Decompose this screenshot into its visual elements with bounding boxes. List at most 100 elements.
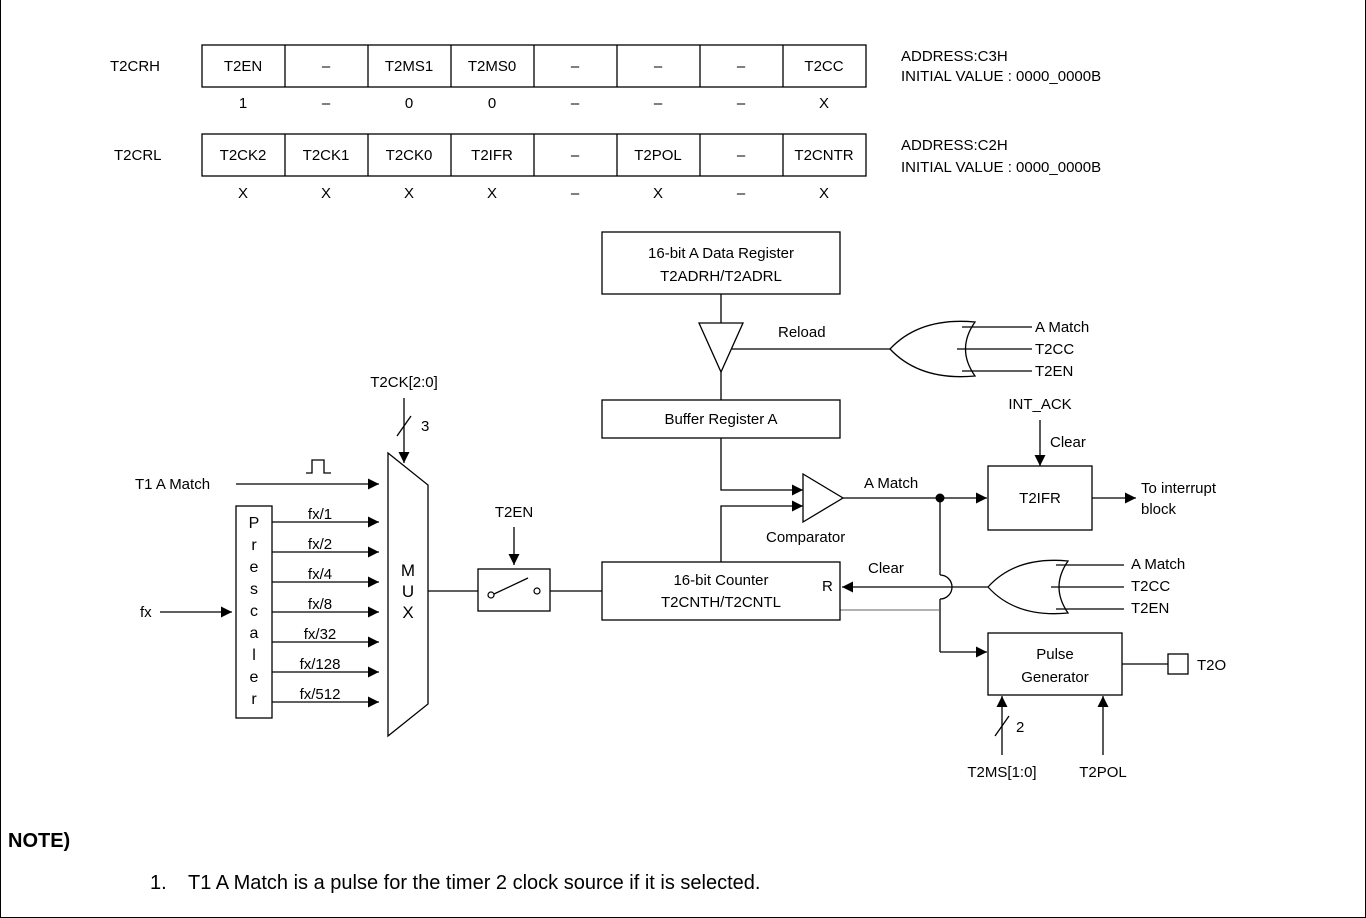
comparator-triangle (802, 472, 845, 524)
comparator-label: Comparator (766, 529, 845, 546)
data-register-title: 16-bit A Data Register (648, 245, 794, 262)
t2crl-bit-1: – (737, 147, 746, 164)
counter-reset-label: R (822, 578, 833, 595)
fx-div-512: fx/512 (300, 686, 341, 703)
t2crl-value-4: X (487, 185, 497, 202)
or-mid-input-t2en: T2EN (1131, 600, 1169, 617)
fx-div-128: fx/128 (300, 656, 341, 673)
t2crl-address: ADDRESS:C2H (901, 137, 1008, 154)
mux-letter-2: U (402, 582, 414, 601)
t2crl-bit-2: T2POL (634, 147, 682, 164)
t1-a-match-label: T1 A Match (135, 476, 210, 493)
reload-label: Reload (778, 324, 826, 341)
t2crh-value-7: 1 (239, 95, 247, 112)
fx-div-32: fx/32 (304, 626, 337, 643)
t2crh-initial-value: INITIAL VALUE : 0000_0000B (901, 68, 1101, 85)
t2crh-value-4: 0 (488, 95, 496, 112)
pulse-generator-line1: Pulse (1036, 646, 1074, 663)
t2crh-bit-2: – (654, 58, 663, 75)
t2ck-width: 3 (421, 418, 429, 435)
counter-name: T2CNTH/T2CNTL (661, 594, 781, 611)
a-match-junction (935, 493, 945, 503)
fx-div-2: fx/2 (308, 536, 332, 553)
reload-buffer-triangle (697, 322, 745, 374)
t2ifr-label: T2IFR (1019, 490, 1061, 507)
t2crh-value-5: 0 (405, 95, 413, 112)
clock-mux (387, 451, 429, 738)
note-item-number: 1. (150, 872, 167, 894)
t2crh-bit-6: – (322, 58, 331, 75)
t2crl-value-7: X (238, 185, 248, 202)
or-mid-input-a-match: A Match (1131, 556, 1185, 573)
t2crl-bit-6: T2CK1 (303, 147, 350, 164)
prescaler-letter-8: e (250, 669, 259, 686)
t2en-switch-label: T2EN (495, 504, 533, 521)
t2crl-bit-7: T2CK2 (220, 147, 267, 164)
t2crh-bit-5: T2MS1 (385, 58, 433, 75)
t2o-label: T2O (1197, 657, 1226, 674)
mux-letter-3: X (402, 603, 413, 622)
prescaler-letter-1: P (249, 515, 260, 532)
register-name-t2crh: T2CRH (110, 58, 160, 75)
note-title: NOTE) (8, 830, 71, 852)
note-item-text: T1 A Match is a pulse for the timer 2 cl… (188, 872, 761, 894)
prescaler-letter-6: a (250, 625, 259, 642)
t2ck-label: T2CK[2:0] (370, 374, 438, 391)
or-top-input-t2en: T2EN (1035, 363, 1073, 380)
counter-block (601, 561, 841, 621)
a-match-label: A Match (864, 475, 918, 492)
t2crl-bit-5: T2CK0 (386, 147, 433, 164)
t2crh-bit-7: T2EN (224, 58, 262, 75)
or-top-input-t2cc: T2CC (1035, 341, 1074, 358)
t2ms-width: 2 (1016, 719, 1024, 736)
t2en-switch (477, 568, 551, 612)
buffer-register-label: Buffer Register A (664, 411, 777, 428)
fx-input-label: fx (140, 604, 152, 621)
t2crl-value-1: – (737, 185, 746, 202)
t2crh-bit-4: T2MS0 (468, 58, 516, 75)
t2crl-value-5: X (404, 185, 414, 202)
data-register-name: T2ADRH/T2ADRL (660, 268, 782, 285)
t2ms-label: T2MS[1:0] (967, 764, 1036, 781)
prescaler-letter-9: r (251, 691, 257, 708)
t2crh-value-0: X (819, 95, 829, 112)
t2o-pin (1167, 653, 1189, 675)
mux-letter-1: M (401, 561, 415, 580)
register-name-t2crl: T2CRL (114, 147, 162, 164)
t2crl-value-6: X (321, 185, 331, 202)
t2crh-bit-0: T2CC (804, 58, 843, 75)
t2crh-value-1: – (737, 95, 746, 112)
clear-top-label: Clear (1050, 434, 1086, 451)
t2crl-bit-0: T2CNTR (794, 147, 853, 164)
prescaler-letter-7: l (252, 647, 256, 664)
t2crl-bit-3: – (571, 147, 580, 164)
counter-title: 16-bit Counter (673, 572, 768, 589)
t2crh-address: ADDRESS:C3H (901, 48, 1008, 65)
fx-div-8: fx/8 (308, 596, 332, 613)
t2crl-bit-4: T2IFR (471, 147, 513, 164)
t2crl-value-0: X (819, 185, 829, 202)
or-top-input-a-match: A Match (1035, 319, 1089, 336)
t2crh-bit-3: – (571, 58, 580, 75)
interrupt-out-line1: To interrupt (1141, 480, 1217, 497)
prescaler-letter-2: r (251, 537, 257, 554)
t2crh-value-6: – (322, 95, 331, 112)
interrupt-out-line2: block (1141, 501, 1177, 518)
int-ack-label: INT_ACK (1008, 396, 1071, 413)
t2crl-value-2: X (653, 185, 663, 202)
t2crl-initial-value: INITIAL VALUE : 0000_0000B (901, 159, 1101, 176)
t2crh-bit-1: – (737, 58, 746, 75)
t2crh-value-3: – (571, 95, 580, 112)
prescaler-letter-5: c (250, 603, 258, 620)
prescaler-letter-4: s (250, 581, 258, 598)
clear-mid-label: Clear (868, 560, 904, 577)
t2pol-label: T2POL (1079, 764, 1127, 781)
fx-div-1: fx/1 (308, 506, 332, 523)
t2crh-value-2: – (654, 95, 663, 112)
prescaler-letter-3: e (250, 559, 259, 576)
pulse-generator-line2: Generator (1021, 669, 1089, 686)
fx-div-4: fx/4 (308, 566, 332, 583)
t2crl-value-3: – (571, 185, 580, 202)
pulse-waveform-icon (306, 459, 331, 474)
